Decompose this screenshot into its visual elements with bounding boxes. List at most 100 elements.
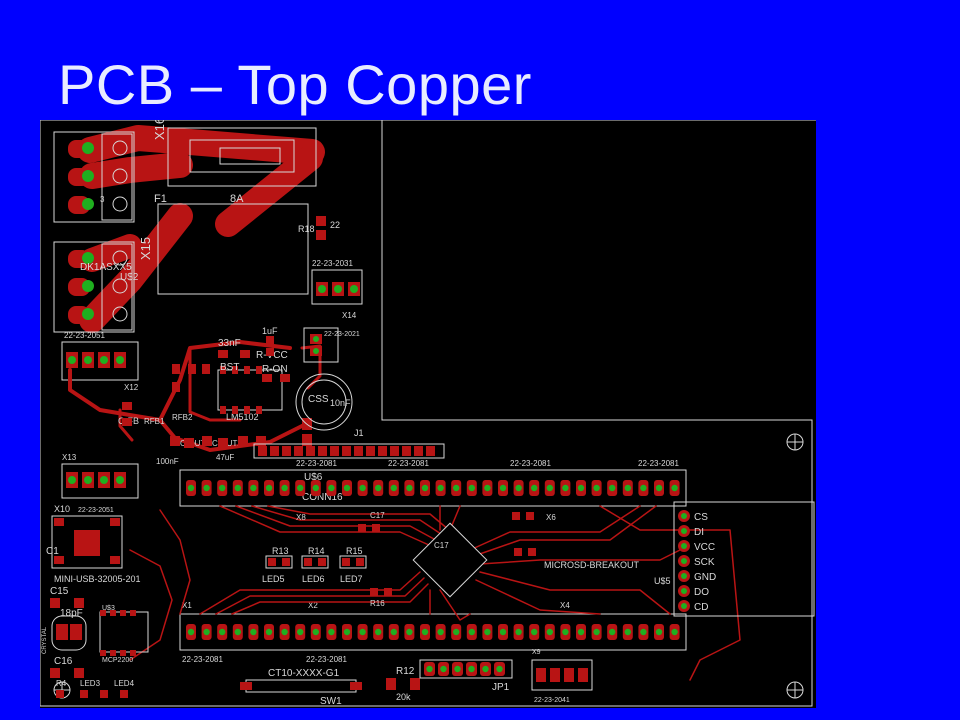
pad-drill xyxy=(468,628,475,636)
svg-text:R-ON: R-ON xyxy=(262,364,288,375)
svg-text:MICROSD-BREAKOUT: MICROSD-BREAKOUT xyxy=(544,560,640,570)
mcu-fanout-traces xyxy=(129,505,741,681)
connector-x12: 22-23-2051 X12 xyxy=(61,331,139,392)
pad-drill xyxy=(343,628,351,636)
label-x14: X14 xyxy=(342,311,357,320)
pad-drill xyxy=(187,484,195,492)
pad-drill xyxy=(437,484,444,492)
pad-drill xyxy=(359,628,366,636)
svg-text:U$3: U$3 xyxy=(102,605,115,612)
label-x15-part: DK1ASXX5 xyxy=(80,262,132,273)
svg-text:X4: X4 xyxy=(560,601,570,610)
header-j1 xyxy=(253,443,445,459)
smd-near-mcu: C17 X8 X6 xyxy=(296,511,556,556)
svg-text:22-23-2081: 22-23-2081 xyxy=(182,655,223,664)
pad-drill xyxy=(655,484,663,492)
svg-text:20k: 20k xyxy=(396,692,411,702)
svg-text:R12: R12 xyxy=(396,666,415,677)
pad-drill xyxy=(203,628,210,636)
pad-drill xyxy=(454,665,461,673)
pad-drill xyxy=(281,484,288,492)
connector-x14: 22-23-2031 X14 xyxy=(311,259,363,320)
pad-drill xyxy=(312,484,319,492)
pad-drill xyxy=(421,484,429,492)
svg-text:C17: C17 xyxy=(370,511,385,520)
pad-drill xyxy=(609,484,616,492)
pad-drill xyxy=(250,484,257,492)
pad-drill xyxy=(421,628,429,636)
pad-drill xyxy=(203,484,210,492)
svg-text:J1: J1 xyxy=(354,428,364,438)
pad-drill xyxy=(390,484,397,492)
svg-text:CSS: CSS xyxy=(308,394,329,405)
svg-text:22-23-2081: 22-23-2081 xyxy=(306,655,347,664)
pad-drill xyxy=(265,628,273,636)
svg-text:X8: X8 xyxy=(296,513,306,522)
pad-drill xyxy=(593,484,600,492)
svg-text:X2: X2 xyxy=(308,601,318,610)
svg-text:JP1: JP1 xyxy=(492,682,510,693)
pad-drill xyxy=(406,628,413,636)
svg-text:X9: X9 xyxy=(532,649,541,656)
label-us2: U$2 xyxy=(120,272,139,283)
svg-text:22-23-2081: 22-23-2081 xyxy=(510,459,551,468)
svg-text:33nF: 33nF xyxy=(218,338,241,349)
microsd-breakout: MICROSD-BREAKOUT U$5 CS DI VCC SCK GND D… xyxy=(544,501,815,617)
connector-x13: X13 xyxy=(61,453,139,499)
svg-text:X10: X10 xyxy=(54,504,70,514)
pad-drill xyxy=(281,628,288,636)
pad-drill xyxy=(390,628,397,636)
pad-drill xyxy=(609,628,616,636)
pad-drill xyxy=(577,628,585,636)
pad-drill xyxy=(440,665,447,673)
pad-drill xyxy=(453,484,460,492)
pad-drill xyxy=(375,484,382,492)
pad-drill xyxy=(328,628,335,636)
svg-text:U$6: U$6 xyxy=(304,472,323,483)
pad-drill xyxy=(187,628,195,636)
mcu-chip: C17 xyxy=(412,522,488,598)
usb-connector: X10 22-23-2051 C1 MINI-USB-32005-201 xyxy=(46,504,141,584)
svg-text:CD: CD xyxy=(694,602,708,613)
pad-drill xyxy=(265,484,273,492)
pad-drill xyxy=(655,628,663,636)
pad-drill xyxy=(312,628,319,636)
label-x14-part: 22-23-2031 xyxy=(312,259,353,268)
pad-drill xyxy=(496,665,503,673)
label-f1: F1 xyxy=(154,193,167,205)
pad-drill xyxy=(468,665,475,673)
pad-drill xyxy=(671,484,678,492)
pad-drill xyxy=(531,628,538,636)
svg-text:LED3: LED3 xyxy=(80,679,101,688)
pad-drill xyxy=(219,484,226,492)
svg-text:C1: C1 xyxy=(46,546,59,557)
label-r18-value: 22 xyxy=(330,220,340,230)
pad-drill xyxy=(531,484,538,492)
pad-drill xyxy=(624,628,631,636)
pad-drill xyxy=(640,628,647,636)
svg-text:18pF: 18pF xyxy=(60,608,83,619)
svg-text:X6: X6 xyxy=(546,513,556,522)
svg-text:22-23-2051: 22-23-2051 xyxy=(78,507,114,514)
svg-text:DO: DO xyxy=(694,587,709,598)
pad-drill xyxy=(359,484,366,492)
svg-text:SW1: SW1 xyxy=(320,696,342,707)
pad-drill xyxy=(546,628,553,636)
pad-drill xyxy=(219,628,226,636)
supply-traces xyxy=(68,340,322,452)
pad-drill xyxy=(468,484,475,492)
conn16-top-row: U$6 CONN16 22-23-2081 22-23-2081 22-23-2… xyxy=(179,459,687,507)
jumper-jp1: JP1 xyxy=(419,659,513,693)
crystal-mcp-area: C15 18pF CRYSTAL C16 MCP2200 U$3 R4 LED3… xyxy=(42,586,149,698)
pad-drill xyxy=(453,628,460,636)
svg-text:22-23-2041: 22-23-2041 xyxy=(534,697,570,704)
resistor-r12: R12 20k xyxy=(386,666,420,702)
svg-text:MCP2200: MCP2200 xyxy=(102,657,133,664)
svg-text:CS: CS xyxy=(694,512,708,523)
pad-drill xyxy=(515,628,522,636)
pad-drill xyxy=(624,484,631,492)
pad-drill xyxy=(482,665,489,673)
connector-x21 xyxy=(303,327,339,363)
pad-drill xyxy=(250,628,257,636)
svg-text:DI: DI xyxy=(694,527,704,538)
